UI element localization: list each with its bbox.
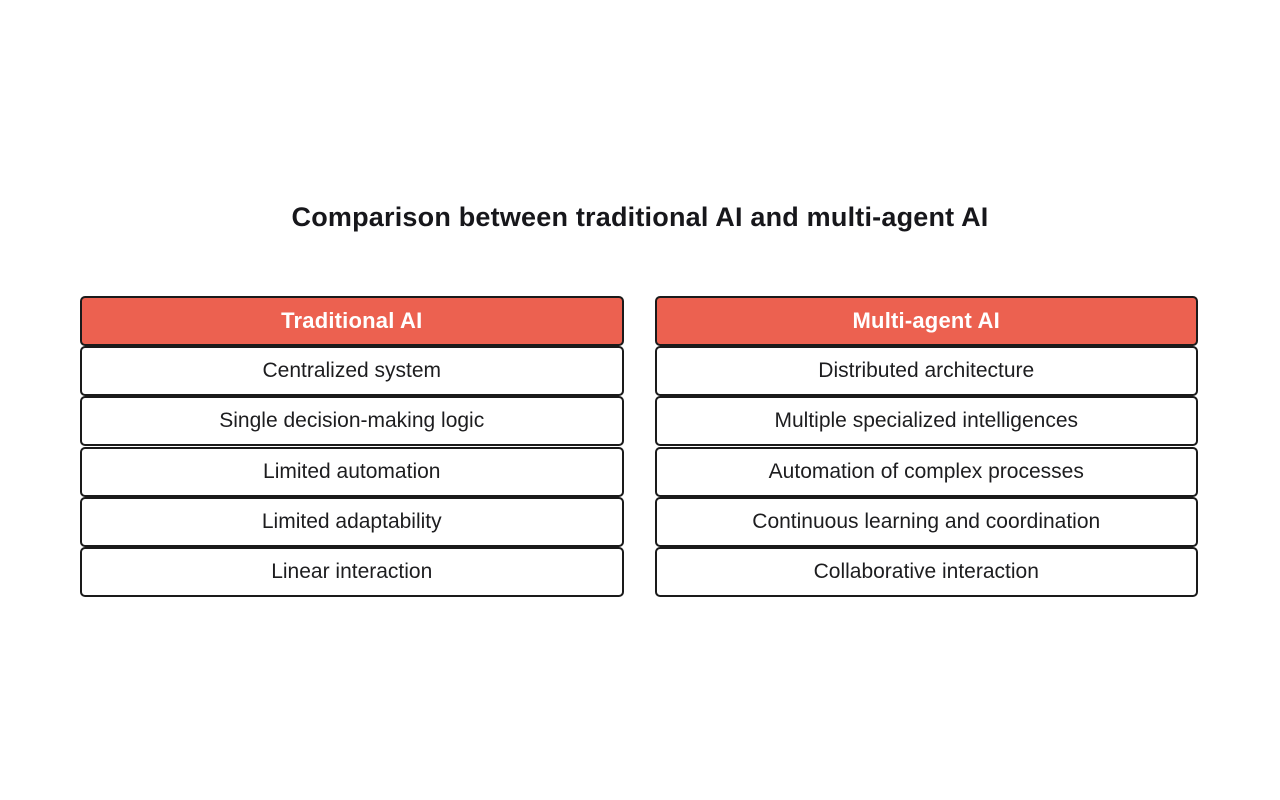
comparison-tables: Traditional AI Centralized system Single… <box>80 296 1198 597</box>
traditional-ai-header: Traditional AI <box>80 296 624 346</box>
table-row: Single decision-making logic <box>80 396 624 447</box>
multi-agent-ai-header: Multi-agent AI <box>654 296 1198 346</box>
table-row: Limited adaptability <box>80 496 624 547</box>
multi-agent-ai-table: Multi-agent AI Distributed architecture … <box>654 296 1198 597</box>
table-row: Continuous learning and coordination <box>654 496 1198 547</box>
table-row: Distributed architecture <box>654 346 1198 397</box>
table-row: Limited automation <box>80 446 624 497</box>
traditional-ai-table: Traditional AI Centralized system Single… <box>80 296 624 597</box>
table-row: Centralized system <box>80 346 624 397</box>
table-row: Collaborative interaction <box>654 546 1198 597</box>
page-title: Comparison between traditional AI and mu… <box>291 202 989 232</box>
table-row: Multiple specialized intelligences <box>654 396 1198 447</box>
table-row: Linear interaction <box>80 546 624 597</box>
table-row: Automation of complex processes <box>654 446 1198 497</box>
